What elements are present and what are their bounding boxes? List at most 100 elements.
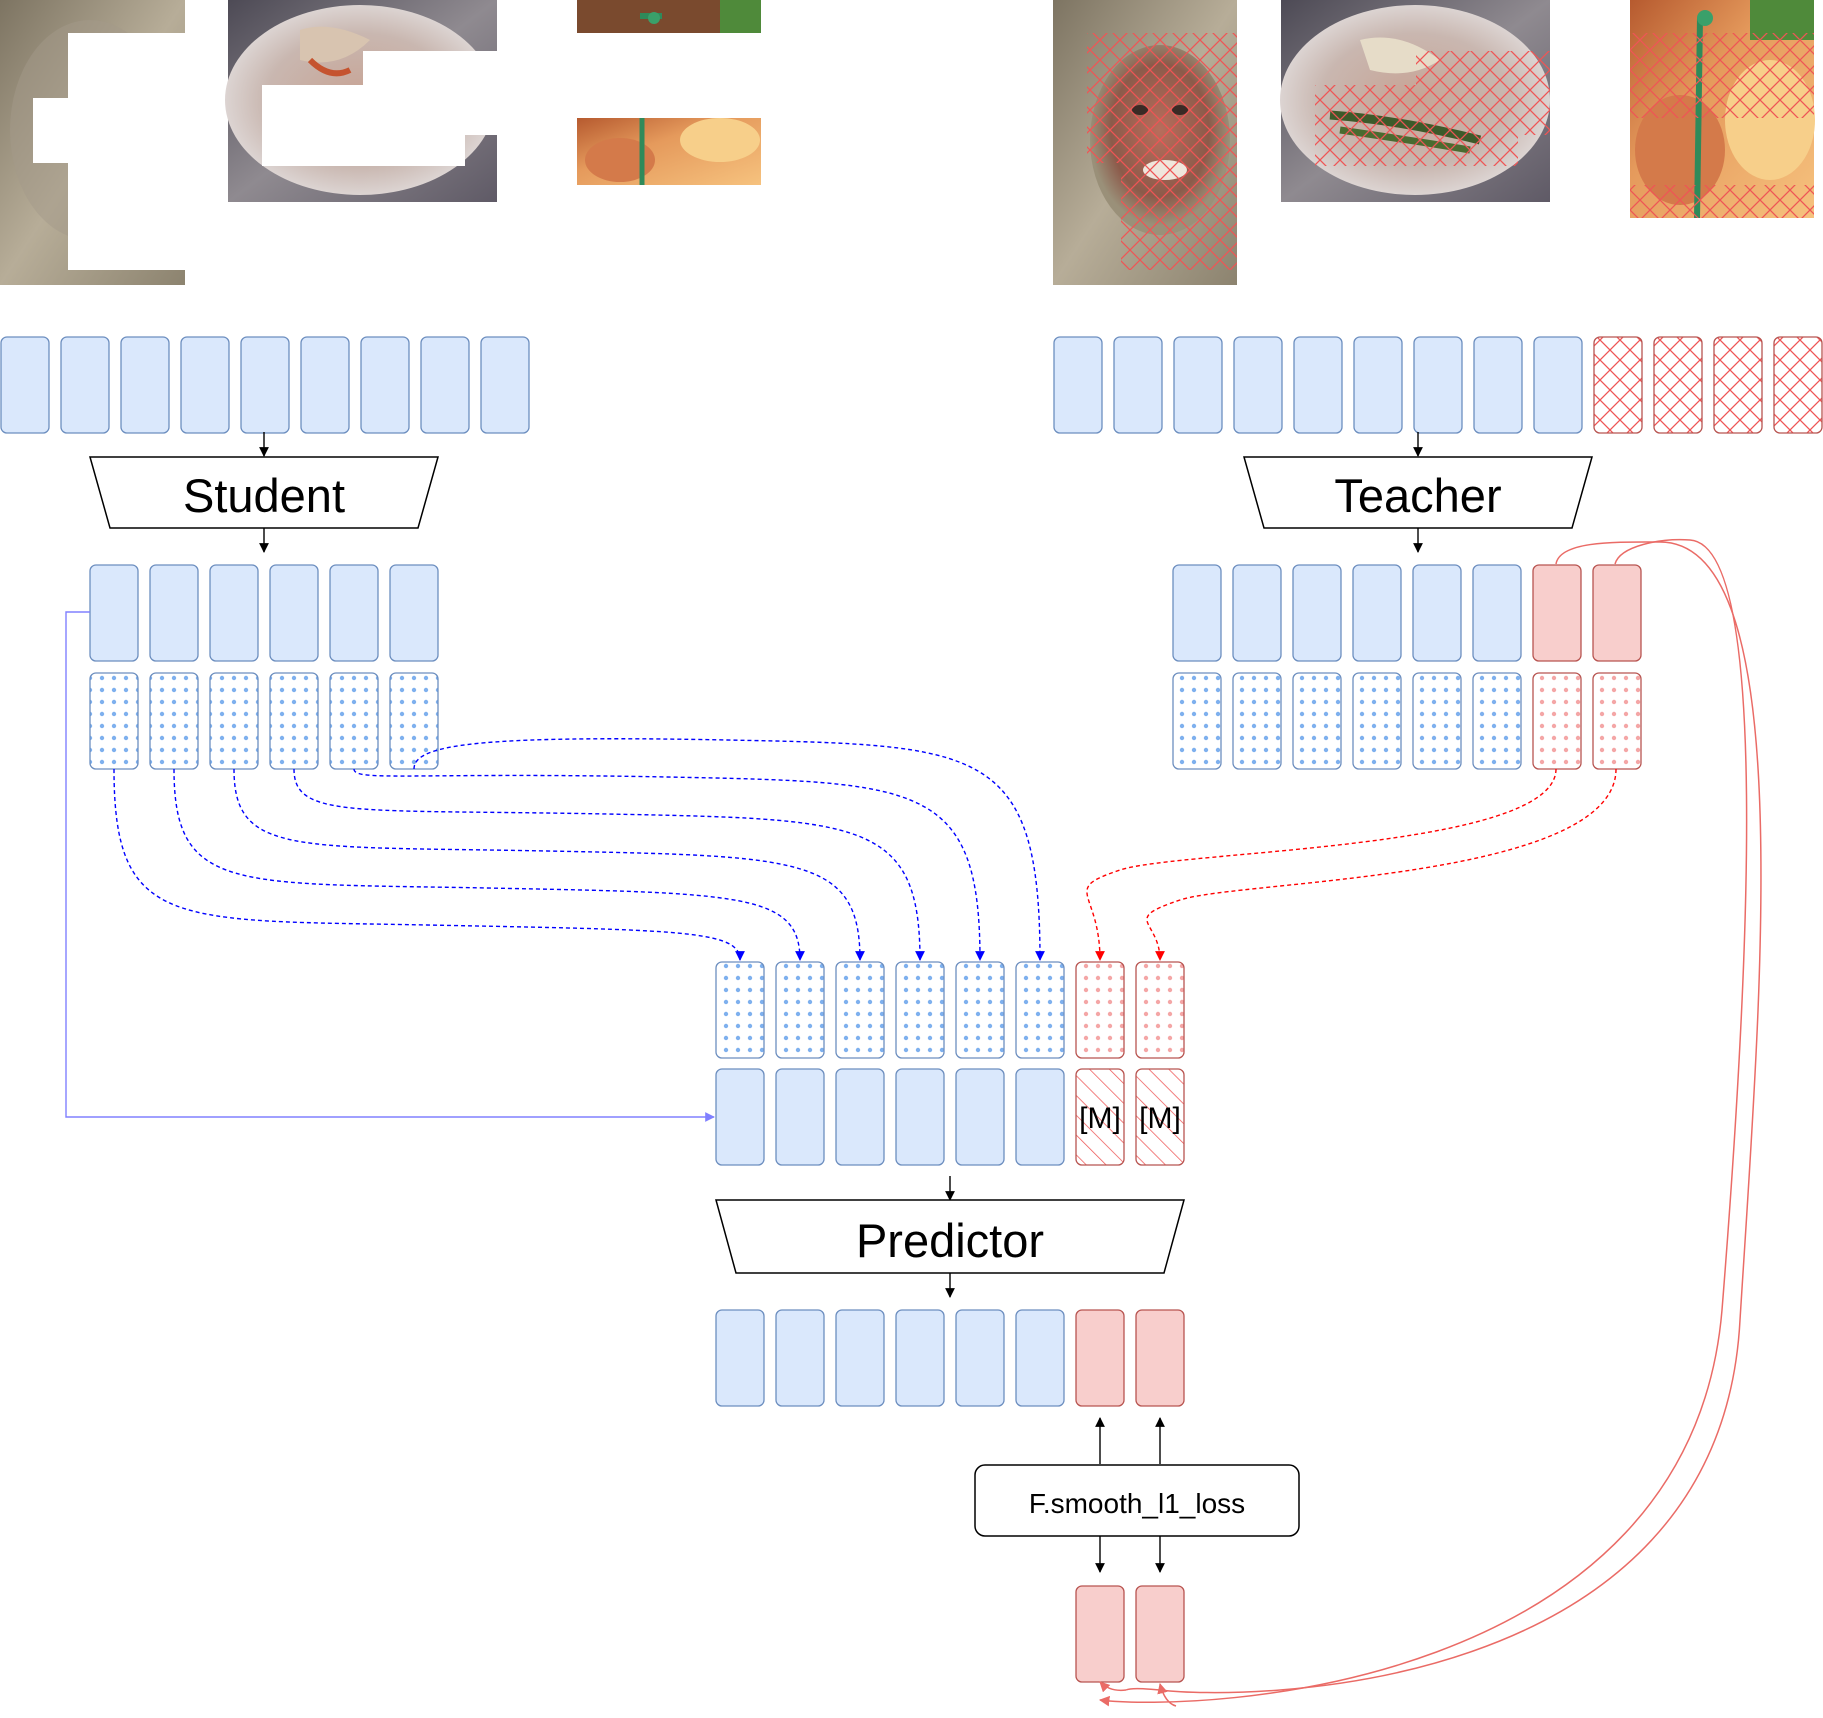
masked-position-flow xyxy=(1146,768,1617,961)
student-output-token xyxy=(149,564,199,662)
student-pos-embedding xyxy=(269,672,319,770)
visible-position-flow xyxy=(353,768,985,961)
student-input-token xyxy=(360,336,410,434)
predictor-input-token xyxy=(835,1068,885,1166)
teacher-pos-embedding xyxy=(1172,672,1222,770)
teacher-input-token xyxy=(1293,336,1343,434)
visible-position-flow xyxy=(413,738,1045,961)
teacher-input-token xyxy=(1233,336,1283,434)
encoder-flow-arrows xyxy=(259,432,1423,1573)
student-pos-embedding xyxy=(89,672,139,770)
predictor-pos-embedding xyxy=(1015,961,1065,1059)
teacher-input-token xyxy=(1353,336,1403,434)
student-output-token xyxy=(209,564,259,662)
teacher-pos-embedding xyxy=(1472,672,1522,770)
student-output-token xyxy=(269,564,319,662)
teacher-image-dragonfly xyxy=(1630,0,1815,219)
teacher-output-token xyxy=(1592,564,1642,662)
teacher-output-token xyxy=(1292,564,1342,662)
teacher-output-token xyxy=(1232,564,1282,662)
student-output-token xyxy=(389,564,439,662)
student-input-token xyxy=(60,336,110,434)
predictor-pos-embedding xyxy=(1075,961,1125,1059)
predictor-pos-embedding xyxy=(895,961,945,1059)
student-label: Student xyxy=(183,469,345,522)
student-output-token xyxy=(329,564,379,662)
masked-position-flow xyxy=(1086,768,1557,961)
mask-token-label: [M] xyxy=(1139,1102,1181,1135)
predictor-output-token xyxy=(715,1309,765,1407)
student-image-food xyxy=(225,0,497,202)
teacher-encoder: Teacher xyxy=(1243,456,1593,529)
student-input-token xyxy=(240,336,290,434)
predictor-pos-embedding xyxy=(955,961,1005,1059)
student-input-token xyxy=(480,336,530,434)
loss-label: F.smooth_l1_loss xyxy=(1029,1488,1245,1519)
visible-position-flow xyxy=(173,768,805,961)
teacher-input-token xyxy=(1593,336,1643,434)
student-input-token xyxy=(0,336,50,434)
predictor-input-token xyxy=(1015,1068,1065,1166)
predictor-output-token xyxy=(1075,1309,1125,1407)
teacher-pos-embedding xyxy=(1352,672,1402,770)
visible-position-flow xyxy=(293,768,925,961)
visible-position-flow xyxy=(113,768,745,961)
student-encoder: Student xyxy=(89,456,439,529)
predictor-label: Predictor xyxy=(856,1214,1044,1267)
teacher-image-food xyxy=(1280,0,1550,202)
predictor-output-token xyxy=(1015,1309,1065,1407)
student-input-token xyxy=(120,336,170,434)
predictor-output-token xyxy=(835,1309,885,1407)
teacher-input-token xyxy=(1653,336,1703,434)
student-skip-connection xyxy=(65,611,715,1122)
predictor-output-token xyxy=(895,1309,945,1407)
predictor-input-token xyxy=(775,1068,825,1166)
loss-box: F.smooth_l1_loss xyxy=(974,1464,1300,1537)
teacher-output-token xyxy=(1472,564,1522,662)
teacher-input-token xyxy=(1173,336,1223,434)
teacher-output-token xyxy=(1352,564,1402,662)
predictor-block: Predictor xyxy=(715,1199,1185,1274)
teacher-pos-embedding xyxy=(1412,672,1462,770)
teacher-output-token xyxy=(1532,564,1582,662)
mask-token xyxy=(1075,1068,1125,1166)
target-token xyxy=(1135,1585,1185,1683)
student-input-token xyxy=(300,336,350,434)
predictor-pos-embedding xyxy=(835,961,885,1059)
teacher-input-token xyxy=(1713,336,1763,434)
student-pos-embedding xyxy=(389,672,439,770)
predictor-output-token xyxy=(1135,1309,1185,1407)
student-pos-embedding xyxy=(149,672,199,770)
teacher-output-token xyxy=(1172,564,1222,662)
teacher-input-token xyxy=(1533,336,1583,434)
student-pos-embedding xyxy=(209,672,259,770)
target-token xyxy=(1075,1585,1125,1683)
teacher-input-token xyxy=(1773,336,1823,434)
student-pos-embedding xyxy=(329,672,379,770)
teacher-target-connections xyxy=(1098,538,1762,1707)
teacher-input-token xyxy=(1113,336,1163,434)
student-input-token xyxy=(180,336,230,434)
teacher-pos-embedding xyxy=(1532,672,1582,770)
mask-token xyxy=(1135,1068,1185,1166)
teacher-input-token xyxy=(1473,336,1523,434)
predictor-pos-embedding xyxy=(1135,961,1185,1059)
teacher-output-token xyxy=(1412,564,1462,662)
student-image-dragonfly xyxy=(577,0,761,185)
teacher-image-monkey xyxy=(1053,0,1237,285)
mask-token-label: [M] xyxy=(1079,1102,1121,1135)
student-input-token xyxy=(420,336,470,434)
teacher-pos-embedding xyxy=(1232,672,1282,770)
predictor-input-token xyxy=(955,1068,1005,1166)
student-image-monkey xyxy=(0,0,185,285)
predictor-pos-embedding xyxy=(775,961,825,1059)
predictor-output-token xyxy=(775,1309,825,1407)
teacher-input-token xyxy=(1053,336,1103,434)
predictor-input-token xyxy=(895,1068,945,1166)
predictor-pos-embedding xyxy=(715,961,765,1059)
teacher-pos-embedding xyxy=(1292,672,1342,770)
predictor-input-token xyxy=(715,1068,765,1166)
student-output-token xyxy=(89,564,139,662)
teacher-input-token xyxy=(1413,336,1463,434)
